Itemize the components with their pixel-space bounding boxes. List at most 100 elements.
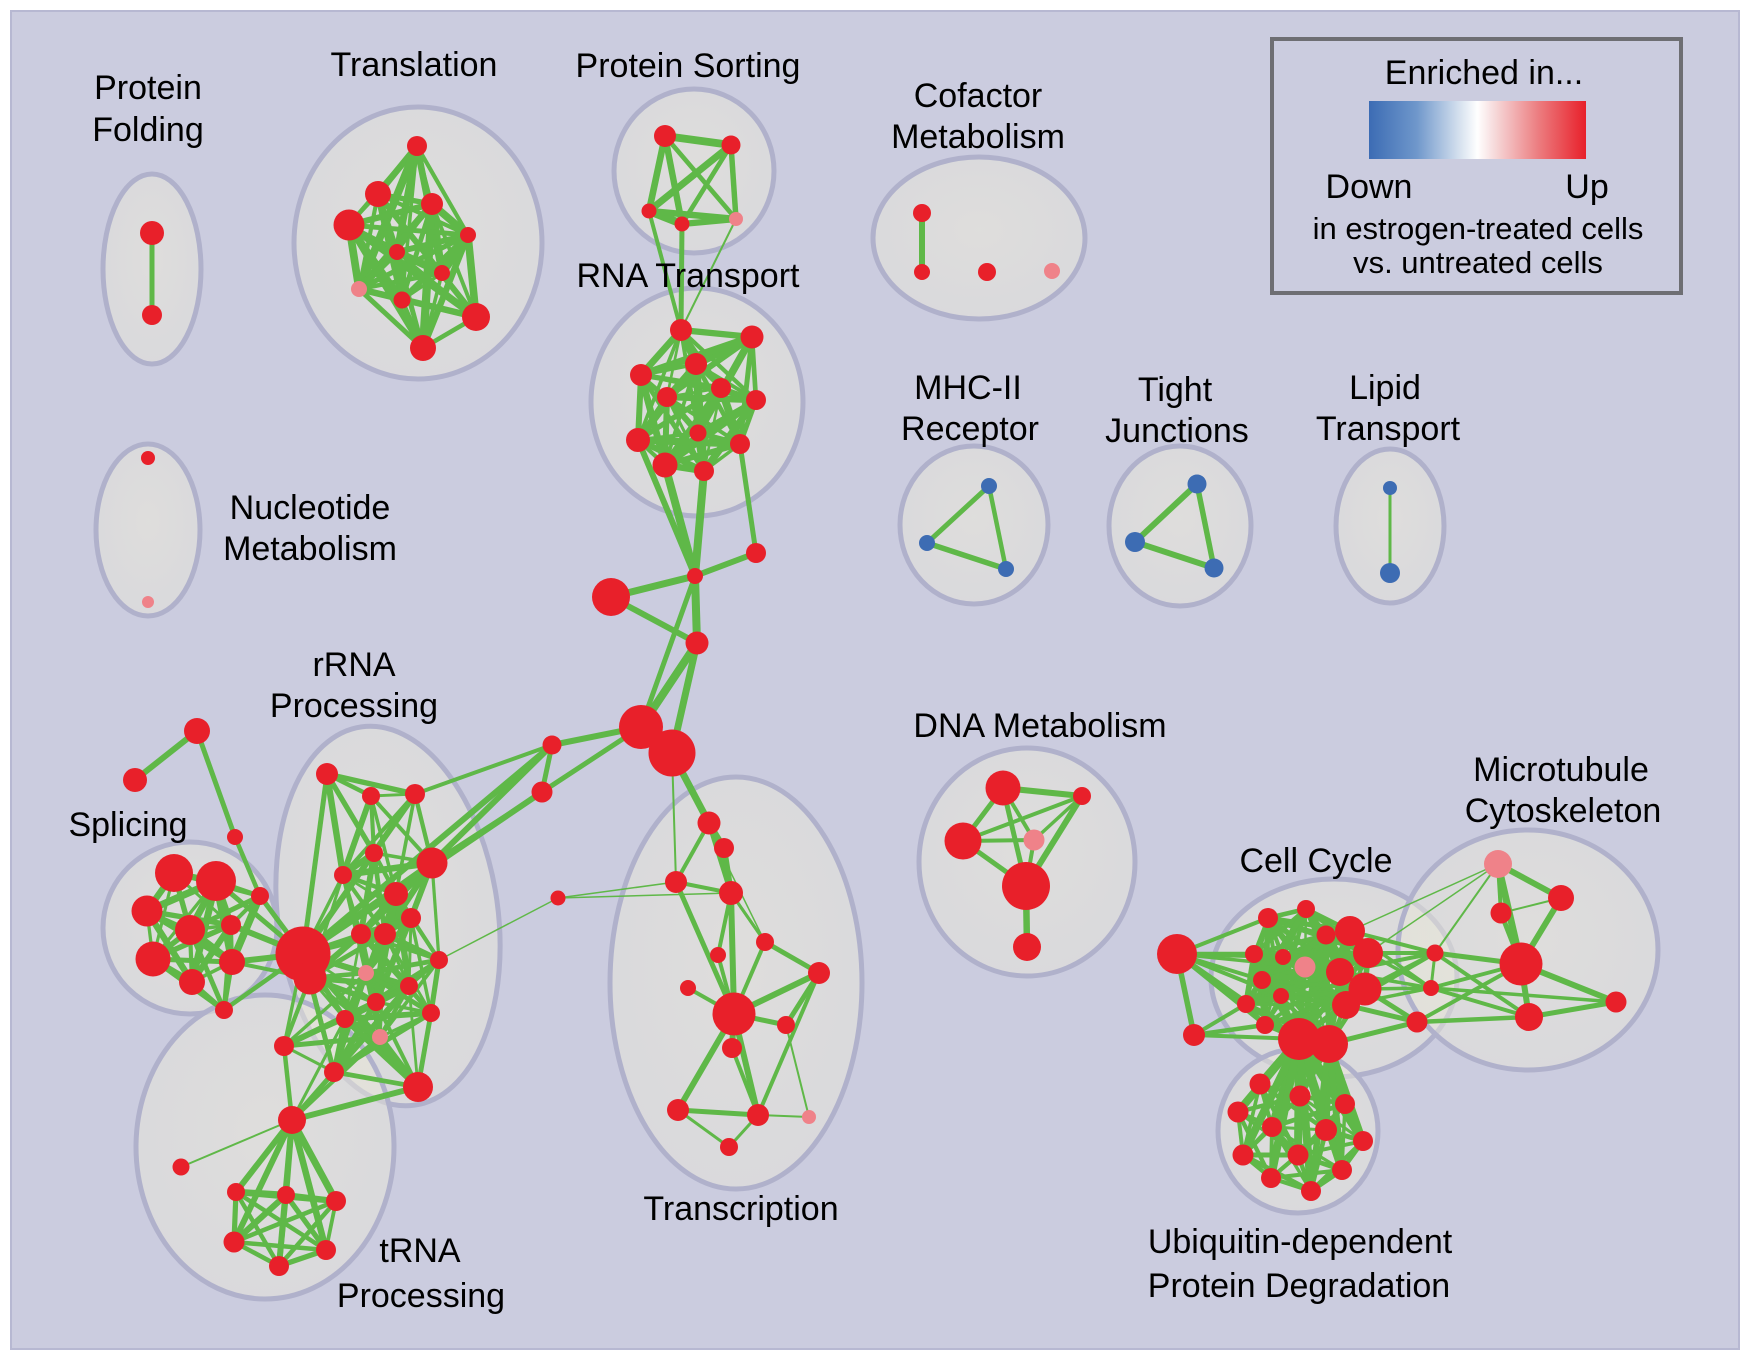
gene-set-node-ubiquitin-degradation-4 xyxy=(1262,1117,1282,1137)
edge xyxy=(962,794,1083,843)
gene-set-node-translation-8 xyxy=(393,291,411,309)
gene-set-node-rrna-processing-10 xyxy=(374,923,396,945)
edge xyxy=(637,436,741,448)
gene-set-node-translation-0 xyxy=(407,136,427,156)
gene-set-node-splicing-11 xyxy=(123,768,147,792)
edge xyxy=(925,484,991,545)
gene-set-node-translation-5 xyxy=(389,244,405,260)
cluster-label-microtubule-cytoskeleton-line0: Microtubule xyxy=(1473,751,1649,789)
gene-set-node-cell-cycle-15 xyxy=(1332,991,1360,1019)
gene-set-node-protein-sorting-1 xyxy=(721,135,741,155)
edge xyxy=(324,772,377,855)
gene-set-node-splicing-6 xyxy=(135,941,171,977)
edge xyxy=(663,134,738,221)
gene-set-node-rrna-processing-16 xyxy=(422,1004,440,1022)
cluster-label-tight-junctions-line1: Junctions xyxy=(1105,412,1249,450)
gene-set-node-splicing-1 xyxy=(196,861,236,901)
edge xyxy=(234,1190,281,1268)
gene-set-node-nucleotide-metabolism-0 xyxy=(141,451,155,465)
edge xyxy=(647,210,683,331)
gene-set-node-trna-processing-1 xyxy=(227,1183,245,1201)
gene-set-node-rrna-processing-13 xyxy=(430,951,448,969)
gene-set-node-central-hub-1 xyxy=(687,568,703,584)
gene-set-node-rrna-processing-22 xyxy=(278,1106,306,1134)
edge xyxy=(730,1047,760,1116)
gene-set-node-rna-transport-5 xyxy=(657,387,677,407)
gene-set-node-rrna-processing-18 xyxy=(336,1010,354,1028)
cluster-label-mhc-ii-receptor-line0: MHC-II xyxy=(914,369,1022,407)
edge xyxy=(1434,863,1499,954)
gene-set-node-dna-metabolism-0 xyxy=(985,770,1021,806)
edge xyxy=(664,132,732,149)
edge xyxy=(661,135,686,225)
gene-set-node-cell-cycle-11 xyxy=(1253,971,1271,989)
gene-set-node-ubiquitin-degradation-5 xyxy=(1315,1119,1337,1141)
edge xyxy=(1430,986,1530,1019)
cluster-label-protein-folding-line1: Folding xyxy=(92,111,204,149)
cluster-label-rrna-processing-line0: rRNA xyxy=(312,646,395,684)
gene-set-node-cell-cycle-6 xyxy=(1353,938,1383,968)
edge xyxy=(728,144,739,220)
cluster-label-splicing-line0: Splicing xyxy=(68,806,187,844)
edge xyxy=(645,135,669,212)
cluster-label-cofactor-metabolism-line0: Cofactor xyxy=(914,77,1043,115)
edge xyxy=(1239,1037,1303,1157)
gene-set-node-transcription-6 xyxy=(808,962,830,984)
legend-subtitle-line2: vs. untreated cells xyxy=(1353,245,1603,280)
edge xyxy=(291,1084,419,1123)
gene-set-node-trna-processing-0 xyxy=(172,1158,190,1176)
edge xyxy=(678,223,685,331)
cluster-label-trna-processing-line1: Processing xyxy=(337,1277,505,1315)
cluster-label-protein-folding-line0: Protein xyxy=(94,69,202,107)
gene-set-node-rna-transport-9 xyxy=(730,434,750,454)
edge xyxy=(407,985,420,1088)
gene-set-node-dna-metabolism-4 xyxy=(1002,862,1050,910)
edge xyxy=(365,957,440,976)
edge xyxy=(1134,539,1215,571)
gene-set-node-rrna-processing-14 xyxy=(400,977,418,995)
gene-set-node-rna-transport-10 xyxy=(652,452,678,478)
edge xyxy=(363,916,414,975)
gene-set-node-protein-sorting-3 xyxy=(674,216,690,232)
gene-set-node-dna-metabolism-1 xyxy=(1073,787,1091,805)
gene-set-node-splicing-2 xyxy=(131,895,163,927)
gene-set-node-cell-cycle-17 xyxy=(1278,1018,1320,1060)
edge xyxy=(1528,999,1617,1020)
edge xyxy=(677,1107,759,1118)
gene-set-node-translation-9 xyxy=(462,303,490,331)
edge xyxy=(283,1017,346,1048)
gene-set-node-protein-folding-1 xyxy=(142,305,162,325)
gene-set-node-rrna-processing-5 xyxy=(365,844,383,862)
edge xyxy=(1193,1022,1266,1038)
edge xyxy=(636,329,683,441)
gene-set-node-central-hub-7 xyxy=(531,781,553,803)
gene-set-node-transcription-14 xyxy=(720,1138,738,1156)
edge xyxy=(666,393,757,404)
edge xyxy=(414,743,553,796)
edge xyxy=(300,773,330,955)
gene-set-node-cell-cycle-18 xyxy=(1310,1025,1348,1063)
edge xyxy=(232,836,263,897)
gene-set-node-ubiquitin-degradation-0 xyxy=(1249,1073,1271,1095)
gene-set-node-translation-10 xyxy=(410,335,436,361)
cluster-label-transcription-line0: Transcription xyxy=(643,1190,838,1228)
edge xyxy=(662,396,759,469)
edge xyxy=(373,916,414,1004)
edge xyxy=(348,222,469,238)
legend-box xyxy=(1270,37,1683,295)
gene-set-node-cell-cycle-1 xyxy=(1183,1024,1205,1046)
gene-set-node-cofactor-metabolism-3 xyxy=(1044,263,1060,279)
gene-set-node-rna-transport-8 xyxy=(626,428,650,452)
edge xyxy=(557,892,732,899)
gene-set-node-transcription-7 xyxy=(680,980,696,996)
cluster-label-lipid-transport-line0: Lipid xyxy=(1349,369,1421,407)
gene-set-node-transcription-13 xyxy=(802,1110,816,1124)
cluster-ellipse-cofactor-metabolism xyxy=(870,154,1088,322)
edge xyxy=(701,397,759,474)
edge xyxy=(1261,978,1366,991)
gene-set-node-cofactor-metabolism-1 xyxy=(914,264,930,280)
gene-set-node-rrna-processing-8 xyxy=(384,882,408,906)
gene-set-node-microtubule-cytoskeleton-3 xyxy=(1499,942,1543,986)
cluster-label-cofactor-metabolism-line1: Metabolism xyxy=(891,118,1065,156)
